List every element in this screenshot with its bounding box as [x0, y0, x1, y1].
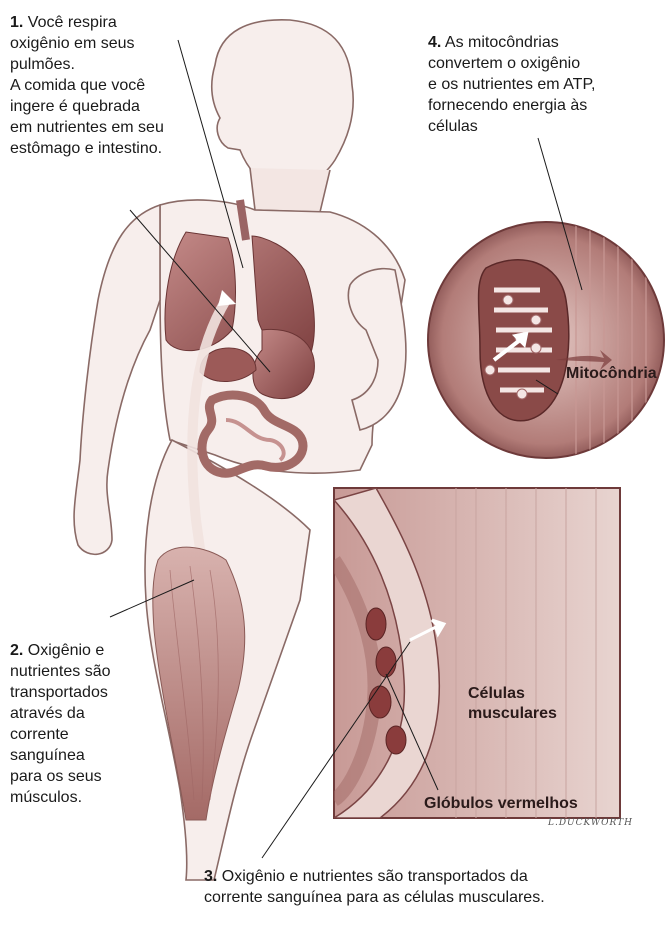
caption-step-1: 1. Você respira oxigênio em seus pulmões…	[10, 12, 210, 159]
label-red-blood-cells: Glóbulos vermelhos	[424, 794, 578, 814]
caption-text: Oxigênio e nutrientes são transportados …	[204, 868, 545, 906]
caption-number: 4.	[428, 34, 441, 51]
caption-text: Você respira oxigênio em seus pulmões. A…	[10, 14, 164, 157]
caption-step-2: 2. Oxigênio e nutrientes são transportad…	[10, 640, 170, 808]
caption-step-3: 3. Oxigênio e nutrientes são transportad…	[204, 866, 624, 908]
caption-number: 3.	[204, 868, 217, 885]
caption-number: 2.	[10, 642, 23, 659]
caption-step-4: 4. As mitocôndrias convertem o oxigênio …	[428, 32, 668, 137]
caption-number: 1.	[10, 14, 23, 31]
caption-text: As mitocôndrias convertem o oxigênio e o…	[428, 34, 596, 135]
artist-signature: L.DUCKWORTH	[548, 818, 633, 828]
mitochondria-zoom	[428, 220, 664, 460]
label-mitochondria: Mitocôndria	[566, 364, 657, 384]
muscle-cell-zoom	[334, 488, 620, 818]
label-muscle-cells: Células musculares	[468, 684, 557, 724]
caption-text: Oxigênio e nutrientes são transportados …	[10, 642, 111, 806]
